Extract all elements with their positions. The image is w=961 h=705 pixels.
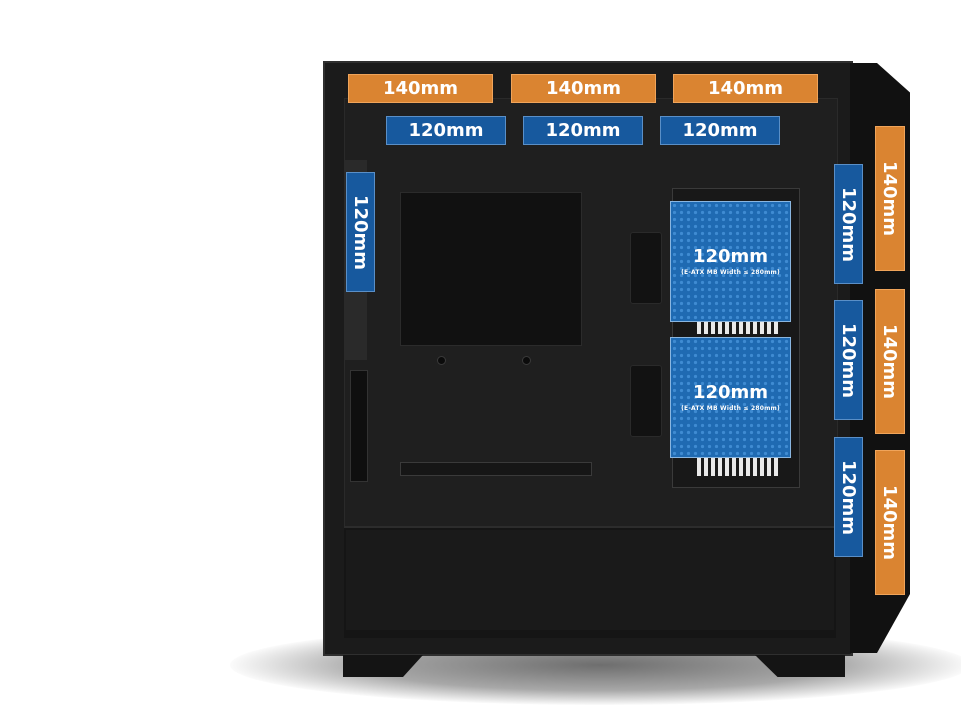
front-fan-120-2: 120mm [834,300,863,420]
top-fan-120-3: 120mm [660,116,780,145]
drive-bay-vent [697,458,779,476]
top-fan-140-3: 140mm [673,74,818,103]
top-fan-120-2: 120mm [523,116,643,145]
front-fan-140-2: 140mm [875,289,905,434]
inner-fan-label: 120mm [692,382,769,403]
psu-shroud-panel [346,530,834,630]
top-fan-140-1: 140mm [348,74,493,103]
standoff-hole [522,356,531,365]
rear-fan-120: 120mm [346,172,375,292]
front-fan-140-1: 140mm [875,126,905,271]
top-fan-140-2: 140mm [511,74,656,103]
front-fan-120-3: 120mm [834,437,863,557]
top-fan-120-1: 120mm [386,116,506,145]
cable-cutout-lower [630,365,662,437]
motherboard-cpu-cutout [400,192,582,346]
inner-fan-note: (E-ATX MB Width ≤ 280mm) [681,405,780,412]
cable-routing-bar [400,462,592,476]
drive-bay-vent [697,322,779,334]
case-foot-left [343,655,423,677]
standoff-hole [437,356,446,365]
inner-fan-note: (E-ATX MB Width ≤ 280mm) [681,269,780,276]
cable-cutout-upper [630,232,662,304]
inner-fan-120-1: 120mm (E-ATX MB Width ≤ 280mm) [670,201,791,322]
inner-fan-label: 120mm [692,246,769,267]
front-fan-120-1: 120mm [834,164,863,284]
case-foot-right [755,655,845,677]
expansion-slots [350,370,368,482]
inner-fan-120-2: 120mm (E-ATX MB Width ≤ 280mm) [670,337,791,458]
front-fan-140-3: 140mm [875,450,905,595]
